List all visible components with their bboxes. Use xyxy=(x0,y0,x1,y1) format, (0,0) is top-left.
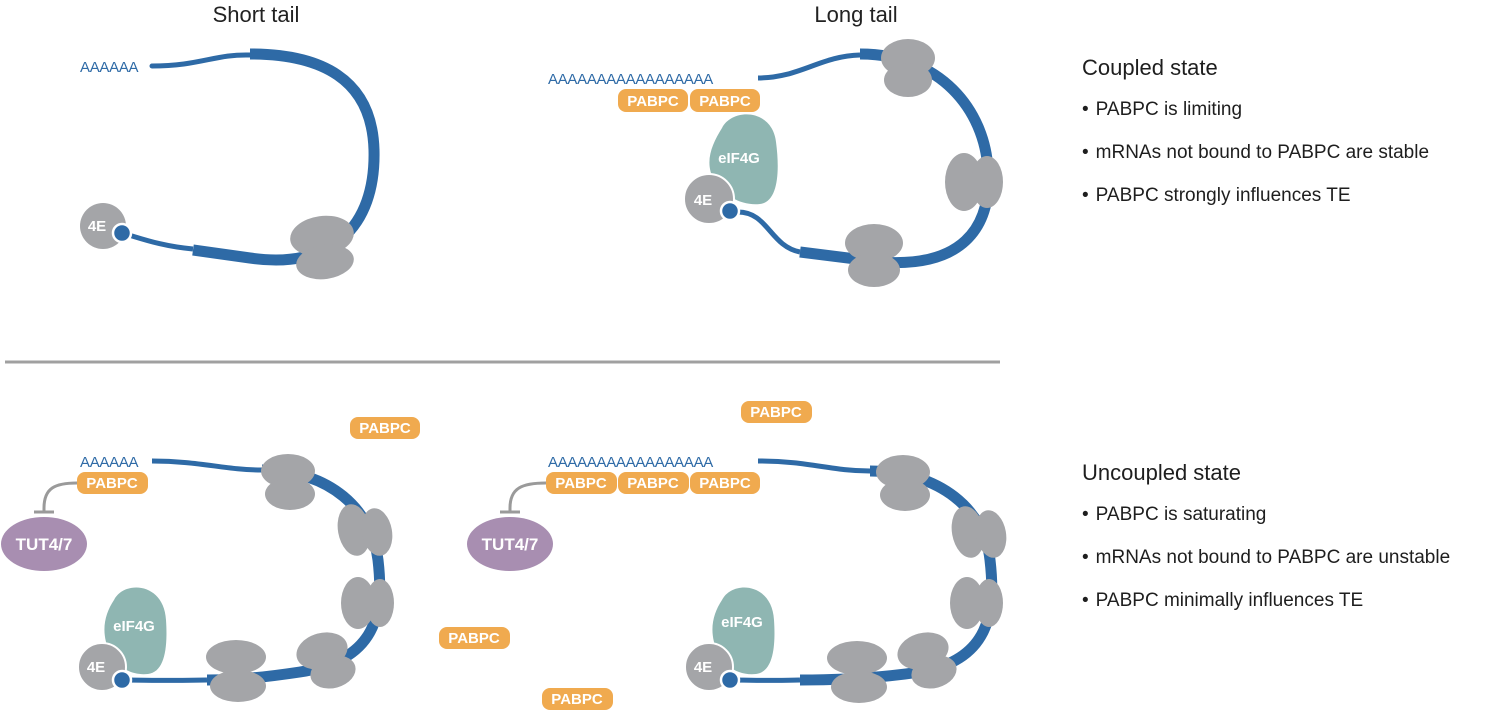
pabpc-label: PABPC xyxy=(555,475,607,492)
pabpc-label: PABPC xyxy=(750,404,802,421)
cap-label: 4E xyxy=(694,659,712,676)
pabpc-label: PABPC xyxy=(448,630,500,647)
pabpc-free: PABPC xyxy=(439,627,510,649)
ribosome-large-subunit xyxy=(975,579,1003,627)
pabpc-bound: PABPC xyxy=(690,89,760,112)
pabpc-label: PABPC xyxy=(551,691,603,708)
tut-label: TUT4/7 xyxy=(482,535,539,554)
mrna-cap xyxy=(111,669,133,691)
mrna-short-tail-coupled: AAAAAA 4E xyxy=(80,48,380,280)
ribosome-small-subunit xyxy=(845,224,903,262)
coupled-state-bullets: PABPC is limiting mRNAs not bound to PAB… xyxy=(1082,99,1429,228)
tut4-7-enzyme: TUT4/7 xyxy=(1,517,87,571)
pabpc-free: PABPC xyxy=(350,417,420,439)
pabpc-label: PABPC xyxy=(699,93,751,110)
uncoupled-state-bullets: PABPC is saturating mRNAs not bound to P… xyxy=(1082,504,1451,633)
mrna-strand xyxy=(149,52,253,69)
coupled-state-legend: Coupled state PABPC is limiting mRNAs no… xyxy=(1082,55,1429,228)
coupled-state-title: Coupled state xyxy=(1082,55,1218,80)
ribosome-large-subunit xyxy=(884,63,932,97)
bullet-item: mRNAs not bound to PABPC are stable xyxy=(1082,142,1429,185)
poly-a-tail: AAAAAAAAAAAAAAAAA xyxy=(548,454,713,471)
ribosome-small-subunit xyxy=(261,454,315,488)
ribosome-small-subunit xyxy=(341,577,375,629)
mrna-short-tail-uncoupled: AAAAAA PABPC TUT4/7 eIF4G 4E xyxy=(1,454,394,702)
pabpc-bound: PABPC xyxy=(618,89,688,112)
mrna-cap xyxy=(111,222,133,244)
pabpc-label: PABPC xyxy=(699,475,751,492)
ribosome-large-subunit xyxy=(265,478,315,510)
pabpc-bound: PABPC xyxy=(546,472,617,494)
ribosome-small-subunit xyxy=(950,577,984,629)
mrna-strand xyxy=(121,230,194,252)
ribosome-small-subunit xyxy=(945,153,983,211)
ribosome-small-subunit xyxy=(951,506,985,558)
mrna-cap xyxy=(719,200,741,222)
eif4g-label: eIF4G xyxy=(721,614,763,631)
long-tail-title: Long tail xyxy=(814,2,897,27)
pabpc-bound: PABPC xyxy=(690,472,760,494)
ribosome-small-subunit xyxy=(827,641,887,675)
cap-label: 4E xyxy=(694,192,712,209)
pabpc-bound: PABPC xyxy=(618,472,689,494)
ribosome-large-subunit xyxy=(971,156,1003,208)
ribosome-large-subunit xyxy=(911,655,957,689)
pabpc-label: PABPC xyxy=(627,93,679,110)
ribosome-large-subunit xyxy=(975,510,1007,558)
ribosome-large-subunit xyxy=(366,579,394,627)
inhibition-arrow xyxy=(42,481,78,512)
bullet-item: PABPC is saturating xyxy=(1082,504,1450,547)
pabpc-label: PABPC xyxy=(627,475,679,492)
pabpc-label: PABPC xyxy=(86,475,138,492)
pabpc-label: PABPC xyxy=(359,420,411,437)
poly-a-tail: AAAAAA xyxy=(80,59,139,76)
ribosome-large-subunit xyxy=(831,671,887,703)
bullet-item: PABPC strongly influences TE xyxy=(1082,185,1429,228)
uncoupled-state-title: Uncoupled state xyxy=(1082,460,1241,485)
ribosome-large-subunit xyxy=(210,670,266,702)
mrna-strand xyxy=(737,209,801,255)
mrna-strand xyxy=(151,458,263,473)
tut4-7-enzyme: TUT4/7 xyxy=(467,517,553,571)
mrna-strand xyxy=(757,458,871,474)
ribosome-large-subunit xyxy=(361,508,393,556)
ribosome-large-subunit xyxy=(848,253,900,287)
eif4g-label: eIF4G xyxy=(113,618,155,635)
mrna-long-tail-coupled: AAAAAAAAAAAAAAAAA PABPC PABPC eIF4G 4E xyxy=(548,39,1003,287)
bullet-item: mRNAs not bound to PABPC are unstable xyxy=(1082,547,1451,590)
mrna-long-tail-uncoupled: AAAAAAAAAAAAAAAAA PABPC PABPC PABPC TUT4… xyxy=(467,454,1007,703)
ribosome-large-subunit xyxy=(880,479,930,511)
tut-label: TUT4/7 xyxy=(16,535,73,554)
mrna-cap xyxy=(719,669,741,691)
ribosome-small-subunit xyxy=(876,455,930,489)
short-tail-title: Short tail xyxy=(213,2,300,27)
eif4g-label: eIF4G xyxy=(718,150,760,167)
pabpc-bound: PABPC xyxy=(77,472,148,494)
pabpc-free: PABPC xyxy=(741,401,812,423)
ribosome-large-subunit xyxy=(310,655,356,689)
cap-label: 4E xyxy=(87,659,105,676)
ribosome-small-subunit xyxy=(206,640,266,674)
poly-a-tail: AAAAAAAAAAAAAAAAA xyxy=(548,71,713,88)
bullet-item: PABPC minimally influences TE xyxy=(1082,590,1450,633)
ribosome-large-subunit xyxy=(296,244,354,280)
inhibition-arrow xyxy=(508,481,547,512)
bullet-item: PABPC is limiting xyxy=(1082,99,1429,142)
uncoupled-state-legend: Uncoupled state PABPC is saturating mRNA… xyxy=(1082,460,1450,633)
poly-a-tail: AAAAAA xyxy=(80,454,139,471)
ribosome-small-subunit xyxy=(337,504,371,556)
pabpc-free: PABPC xyxy=(542,688,613,710)
cap-label: 4E xyxy=(88,218,106,235)
mrna-strand xyxy=(757,52,861,81)
